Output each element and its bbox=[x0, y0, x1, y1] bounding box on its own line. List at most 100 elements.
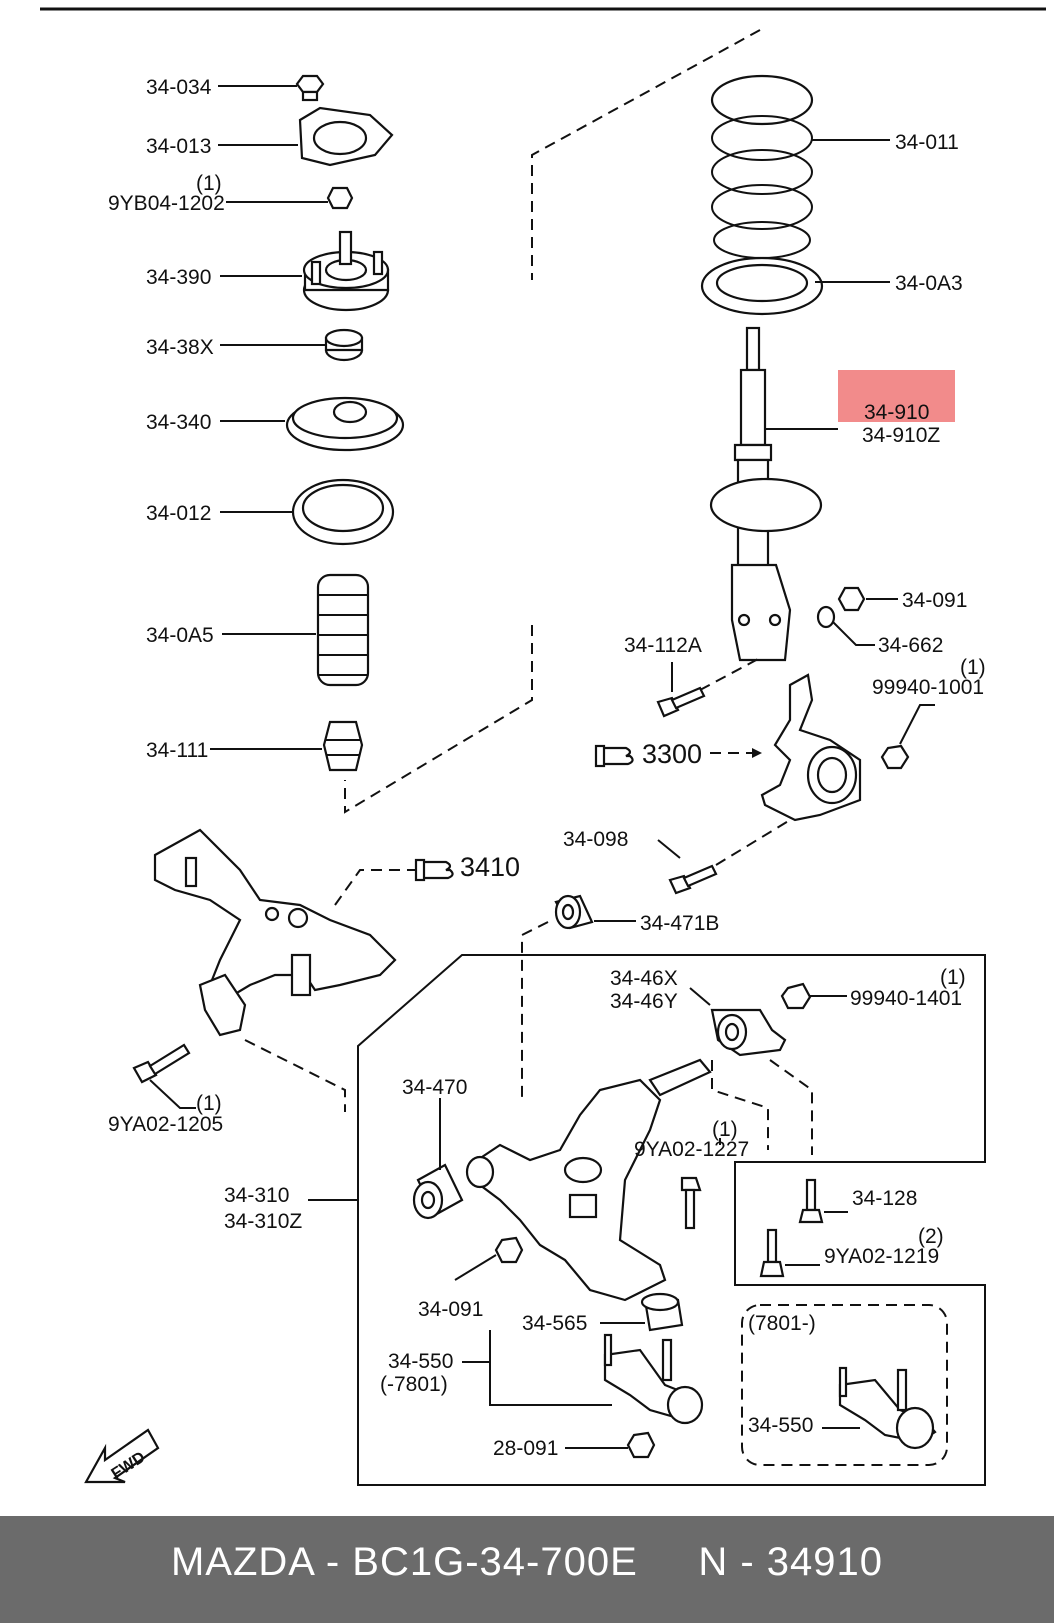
strut-mount-34-390 bbox=[302, 230, 390, 312]
variant-box-7801 bbox=[741, 1304, 948, 1466]
label-34-550-alt: 34-550 bbox=[748, 1414, 813, 1437]
qty-9ya02-1219: (2) bbox=[918, 1225, 944, 1248]
lower-arm-box bbox=[357, 954, 986, 1486]
ball-joint-34-550-alt bbox=[838, 1366, 937, 1450]
nut-9yb04-1202 bbox=[326, 186, 354, 210]
label-34-910z: 34-910Z bbox=[862, 424, 940, 447]
label-34-111: 34-111 bbox=[146, 739, 208, 762]
label-9ya02-1219: 9YA02-1219 bbox=[824, 1245, 939, 1268]
label-9ya02-1205: 9YA02-1205 bbox=[108, 1113, 223, 1136]
coil-spring-34-011 bbox=[710, 74, 814, 259]
washer-34-662 bbox=[816, 605, 836, 629]
label-34-034: 34-034 bbox=[146, 76, 212, 99]
label-99940-1001: 99940-1001 bbox=[872, 676, 984, 699]
label-34-0a3: 34-0A3 bbox=[895, 272, 963, 295]
nut-28-091 bbox=[626, 1431, 656, 1459]
lower-control-arm bbox=[465, 1058, 712, 1302]
label-34-0a5: 34-0A5 bbox=[146, 624, 214, 647]
strut-assembly-34-910 bbox=[709, 326, 823, 662]
nut-34-091-bottom bbox=[494, 1236, 524, 1264]
hand-pointer-icon-3410 bbox=[414, 858, 454, 882]
label-34-662: 34-662 bbox=[878, 634, 943, 657]
bump-stop-34-111 bbox=[322, 720, 364, 772]
dash-34-098 bbox=[715, 819, 791, 866]
dust-boot-34-0a5 bbox=[316, 573, 370, 687]
parts-diagram: 34-034 34-013 (1) 9YB04-1202 34-390 34-3… bbox=[40, 7, 1046, 1486]
highlight-box bbox=[838, 370, 955, 422]
label-34-46x: 34-46X bbox=[610, 967, 678, 990]
label-34-46y: 34-46Y bbox=[610, 990, 678, 1013]
qty-99940-1001: (1) bbox=[960, 656, 986, 679]
crossmember bbox=[153, 828, 397, 1037]
arrow-3300 bbox=[752, 748, 762, 758]
front-bushing-34-470 bbox=[412, 1163, 464, 1220]
ring-34-012 bbox=[291, 478, 395, 546]
label-34-471b: 34-471B bbox=[640, 912, 719, 935]
footer-part-number: MAZDA - BC1G-34-700E N - 34910 bbox=[170, 1540, 884, 1584]
footer-bar bbox=[0, 1516, 1054, 1623]
label-9yb04-1202: 9YB04-1202 bbox=[108, 192, 225, 215]
label-34-550: 34-550 bbox=[388, 1350, 453, 1373]
lower-seat-34-0a3 bbox=[700, 256, 824, 316]
qty-9yb04-1202: (1) bbox=[196, 172, 222, 195]
rear-bushing-34-46x bbox=[710, 1008, 787, 1057]
label-34-340: 34-340 bbox=[146, 411, 211, 434]
label-34-098: 34-098 bbox=[563, 828, 628, 851]
dash-crossmember-arm bbox=[244, 1039, 346, 1112]
leader-34-662 bbox=[832, 621, 875, 646]
label-28-091: 28-091 bbox=[493, 1437, 558, 1460]
label-34-091-top: 34-091 bbox=[902, 589, 967, 612]
ball-joint-34-550 bbox=[603, 1333, 704, 1425]
steering-knuckle bbox=[760, 673, 862, 822]
dash-bolt-to-strut bbox=[699, 657, 761, 691]
bolt-9ya02-1227 bbox=[680, 1176, 702, 1230]
dash-34-471b bbox=[521, 921, 549, 1100]
nut-34-034 bbox=[295, 74, 325, 102]
dash-bushing-bolts bbox=[711, 1059, 813, 1155]
label-34-310z: 34-310Z bbox=[224, 1210, 302, 1233]
leader-34-46x bbox=[689, 987, 711, 1006]
bearing-34-38x bbox=[324, 328, 364, 362]
label-range-7801-to: (-7801) bbox=[380, 1373, 448, 1396]
nut-99940-1401 bbox=[780, 982, 812, 1010]
qty-99940-1401: (1) bbox=[940, 966, 966, 989]
qty-9ya02-1227: (1) bbox=[712, 1118, 738, 1141]
label-9ya02-1227: 9YA02-1227 bbox=[634, 1138, 749, 1161]
ball-joint-boot-34-565 bbox=[640, 1292, 684, 1332]
dashed-frame-top bbox=[531, 29, 761, 280]
hand-pointer-icon-3300 bbox=[594, 744, 634, 768]
label-34-012: 34-012 bbox=[146, 502, 211, 525]
ref-3410[interactable]: 3410 bbox=[460, 852, 520, 882]
nut-99940-1001 bbox=[880, 744, 910, 770]
bolt-9ya02-1205 bbox=[132, 1043, 191, 1084]
leader-99940-1001 bbox=[899, 704, 935, 745]
bolt-9ya02-1219 bbox=[759, 1228, 785, 1278]
label-34-128: 34-128 bbox=[852, 1187, 917, 1210]
bolt-34-112a bbox=[656, 686, 706, 718]
label-34-565: 34-565 bbox=[522, 1312, 587, 1335]
bolt-34-098 bbox=[668, 864, 718, 895]
label-34-390: 34-390 bbox=[146, 266, 211, 289]
leader-34-098 bbox=[657, 839, 681, 859]
label-34-310: 34-310 bbox=[224, 1184, 289, 1207]
dash-3410 bbox=[334, 869, 415, 906]
mount-plate-34-013 bbox=[298, 106, 394, 167]
qty-9ya02-1205: (1) bbox=[196, 1092, 222, 1115]
fwd-arrow-icon bbox=[84, 1428, 160, 1484]
bushing-34-471b bbox=[554, 894, 594, 930]
upper-seat-34-340 bbox=[285, 396, 405, 452]
nut-34-091-top bbox=[837, 586, 866, 612]
label-99940-1401: 99940-1401 bbox=[850, 987, 962, 1010]
label-34-013: 34-013 bbox=[146, 135, 211, 158]
label-34-910: 34-910 bbox=[864, 401, 929, 424]
label-range-7801-from: (7801-) bbox=[748, 1312, 816, 1335]
ref-3300[interactable]: 3300 bbox=[642, 739, 702, 769]
label-34-112a: 34-112A bbox=[624, 634, 702, 657]
leader-34-091-bottom bbox=[454, 1254, 497, 1281]
label-34-470: 34-470 bbox=[402, 1076, 467, 1099]
label-34-38x: 34-38X bbox=[146, 336, 214, 359]
leader-34-550 bbox=[489, 1330, 612, 1406]
dashed-frame-bottom bbox=[344, 625, 533, 814]
label-34-091-bottom: 34-091 bbox=[418, 1298, 483, 1321]
bolt-34-128 bbox=[798, 1178, 824, 1224]
